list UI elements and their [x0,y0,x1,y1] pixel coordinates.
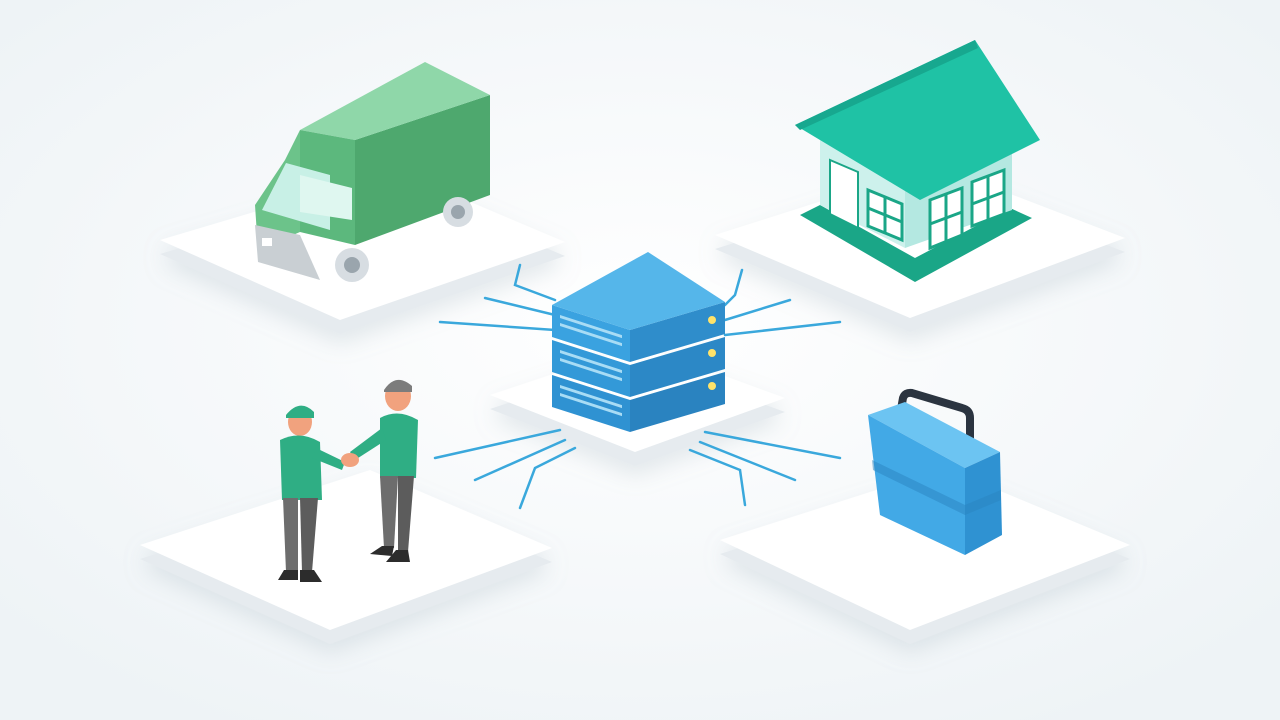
house-window [970,167,1006,229]
connection-delivery [438,263,557,332]
handshake-hands [341,453,359,467]
server-vents-bottom [560,384,622,417]
server-status-light [708,382,716,390]
house-icon [795,40,1040,282]
server-status-light [708,316,716,324]
person-right [350,379,418,562]
house-door [829,158,859,230]
server-vents-top [560,314,622,347]
briefcase-icon [868,388,1002,555]
server-status-light [708,349,716,357]
handshake-people-icon [278,379,418,582]
server-vents-mid [560,349,622,382]
delivery-van-icon [255,62,490,282]
house-window [866,187,904,243]
person-left [278,405,345,582]
connection-business [688,430,842,507]
connection-lines [433,263,842,510]
house-window [928,185,964,251]
platform-business [720,468,1130,644]
server-rack-icon [552,252,725,432]
connection-partnership [433,428,577,510]
platform-partnership [140,470,552,644]
connection-home [723,268,842,337]
